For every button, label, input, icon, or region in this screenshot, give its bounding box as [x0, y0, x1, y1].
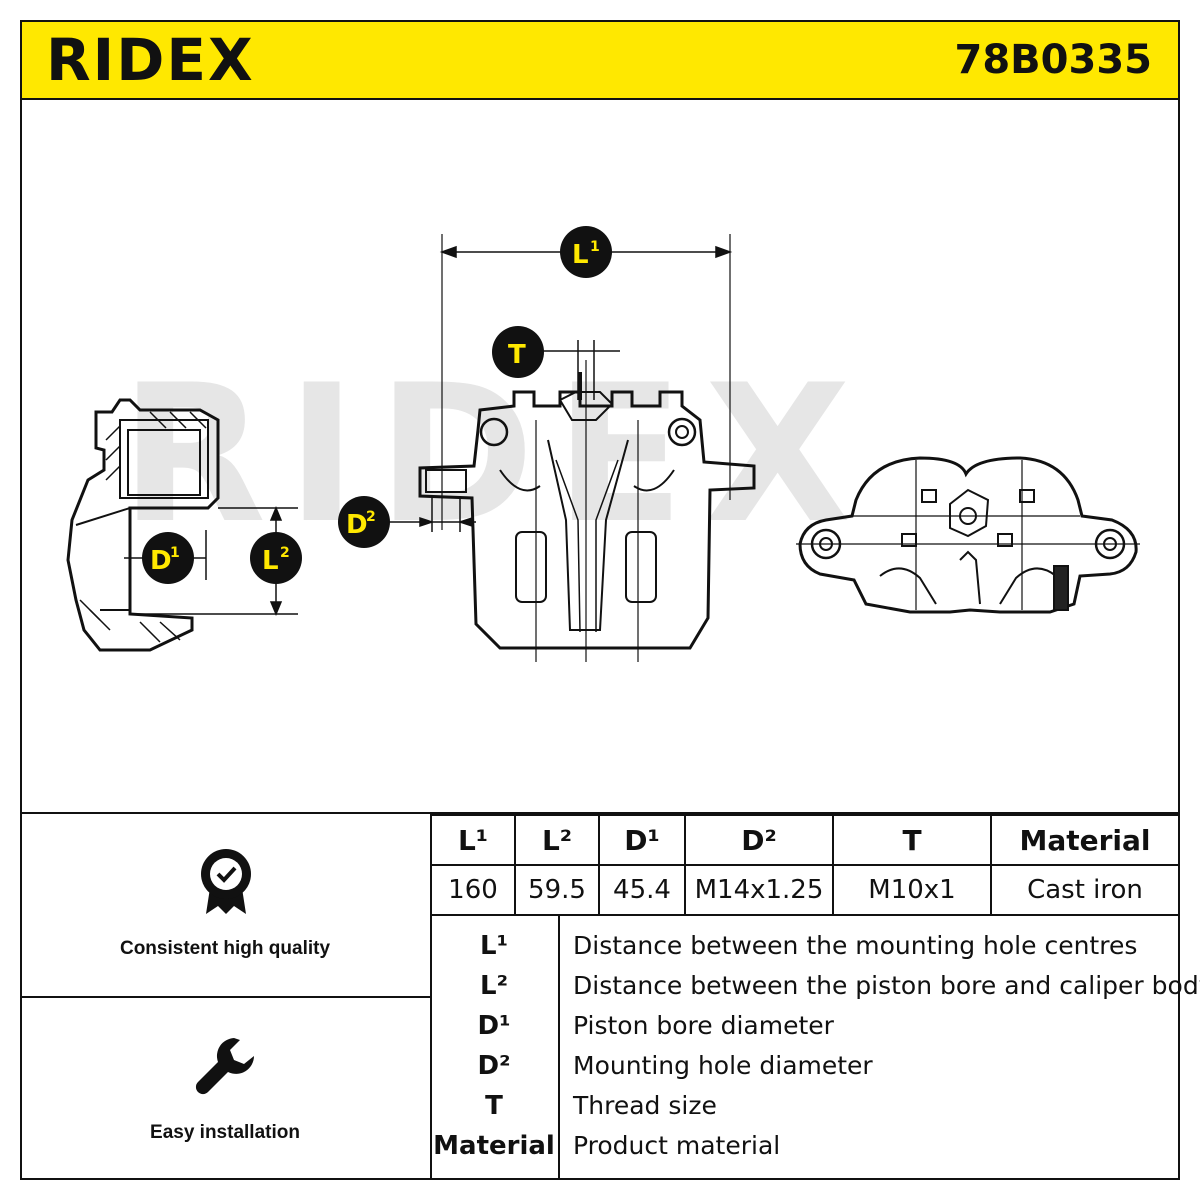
feature-label-quality: Consistent high quality — [119, 938, 331, 959]
badge-t: T — [492, 326, 544, 378]
legend-description: Product material — [573, 1131, 781, 1160]
brand-logo: RIDEX — [46, 26, 255, 94]
legend-key: L² — [480, 971, 508, 1001]
legend-description: Piston bore diameter — [573, 1011, 834, 1040]
svg-text:2: 2 — [280, 545, 290, 561]
badge-l1: L 1 — [560, 226, 612, 278]
svg-text:L: L — [572, 240, 589, 270]
caliper-top-view — [798, 456, 1138, 614]
svg-text:L: L — [262, 546, 279, 576]
spec-table: L¹ L² D¹ D² T Material 160 59.5 45.4 M14… — [430, 814, 1180, 916]
legend-key: T — [485, 1091, 503, 1121]
wrench-icon — [194, 1034, 260, 1105]
t-dimension — [540, 340, 620, 400]
caliper-drawing: RIDEX — [66, 226, 1140, 662]
spec-value-cell: M10x1 — [832, 864, 992, 916]
legend-row: T Thread size — [430, 1086, 1180, 1126]
feature-separator — [20, 996, 430, 998]
spec-value-cell: M14x1.25 — [684, 864, 834, 916]
svg-text:1: 1 — [590, 239, 600, 255]
badge-l2: L 2 — [250, 532, 302, 584]
legend-row: D² Mounting hole diameter — [430, 1046, 1180, 1086]
legend-row: D¹ Piston bore diameter — [430, 1006, 1180, 1046]
legend-row: L¹ Distance between the mounting hole ce… — [430, 926, 1180, 966]
legend-key: Material — [433, 1131, 555, 1161]
svg-text:D: D — [150, 546, 172, 576]
quality-badge-icon — [200, 848, 252, 921]
spec-header-cell: Material — [990, 814, 1180, 866]
legend-key: D² — [477, 1051, 511, 1081]
features-divider — [430, 812, 432, 1180]
badge-d1: D 1 — [142, 532, 194, 584]
legend-row: Material Product material — [430, 1126, 1180, 1166]
svg-text:1: 1 — [170, 545, 180, 561]
header-bar — [20, 20, 1180, 100]
legend-row: L² Distance between the piston bore and … — [430, 966, 1200, 1006]
feature-label-installation: Easy installation — [150, 1122, 300, 1143]
legend-description: Thread size — [573, 1091, 717, 1120]
legend-key: L¹ — [480, 931, 508, 961]
caliper-side-section — [66, 398, 298, 652]
spec-value-cell: 45.4 — [598, 864, 686, 916]
spec-header-row: L¹ L² D¹ D² T Material — [430, 814, 1180, 866]
spec-header-cell: L¹ — [430, 814, 516, 866]
part-number: 78B0335 — [954, 37, 1152, 83]
spec-header-cell: D¹ — [598, 814, 686, 866]
spec-header-cell: D² — [684, 814, 834, 866]
spec-header-cell: T — [832, 814, 992, 866]
d2-dimension — [386, 496, 476, 532]
spec-header-cell: L² — [514, 814, 600, 866]
spec-value-cell: 59.5 — [514, 864, 600, 916]
legend-description: Mounting hole diameter — [573, 1051, 873, 1080]
spec-value-cell: Cast iron — [990, 864, 1180, 916]
bottom-divider — [20, 812, 1180, 814]
legend-description: Distance between the mounting hole centr… — [573, 931, 1138, 960]
legend-key: D¹ — [477, 1011, 511, 1041]
svg-text:2: 2 — [366, 509, 376, 525]
watermark-text: RIDEX — [120, 344, 871, 565]
badge-d2: D 2 — [338, 496, 390, 548]
legend-description: Distance between the piston bore and cal… — [573, 971, 1200, 1000]
spec-value-cell: 160 — [430, 864, 516, 916]
svg-text:D: D — [346, 510, 368, 540]
svg-text:T: T — [508, 340, 526, 370]
spec-value-row: 160 59.5 45.4 M14x1.25 M10x1 Cast iron — [430, 864, 1180, 916]
legend-divider — [558, 914, 560, 1180]
